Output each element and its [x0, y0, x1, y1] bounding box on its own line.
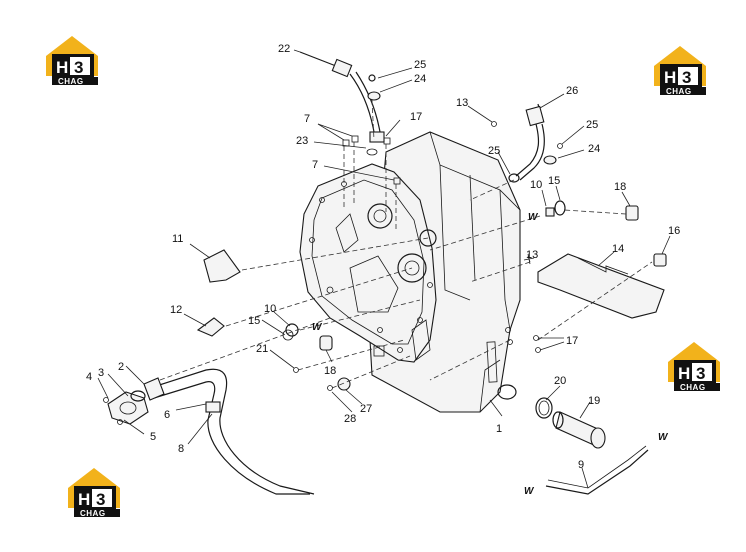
logo-digit: 3 — [696, 364, 705, 383]
logo-box — [92, 489, 112, 507]
speed-sensor-left — [299, 51, 385, 143]
label-20: 20 — [554, 375, 566, 387]
leader-lines — [97, 49, 671, 489]
filter-assembly — [535, 397, 606, 449]
logo-mid-right: H 3 CHAG — [668, 342, 720, 392]
logo-band — [674, 383, 720, 391]
logo-box — [678, 67, 698, 85]
transmission-housing — [299, 131, 521, 413]
label-10-right: 10 — [530, 179, 542, 191]
label-13-top: 13 — [456, 97, 468, 109]
cover-plate — [537, 253, 665, 319]
fill-tube-assembly — [103, 368, 315, 495]
logo-caption: CHAG — [666, 87, 692, 96]
label-28: 28 — [344, 413, 356, 425]
logo-digit: 3 — [96, 490, 105, 509]
label-18-right: 18 — [614, 181, 626, 193]
label-17-bottom: 17 — [566, 335, 578, 347]
label-11: 11 — [172, 233, 183, 245]
logo-caption: CHAG — [80, 509, 106, 518]
label-7-top: 7 — [304, 113, 310, 125]
label-18-left: 18 — [324, 365, 336, 377]
part-labels: 1 2 3 4 5 6 7 7 8 9 10 10 11 12 13 13 14… — [86, 43, 680, 471]
label-27: 27 — [360, 403, 372, 415]
logo-mark: H — [664, 68, 676, 87]
logo-mark: H — [678, 364, 690, 383]
w-mark-hose-end: W — [658, 432, 669, 443]
assembly-guides — [159, 99, 653, 389]
w-mark-hose-start: W — [524, 486, 535, 497]
label-23: 23 — [296, 135, 308, 147]
logo-digit: 3 — [74, 58, 83, 77]
label-1: 1 — [496, 423, 502, 435]
label-14: 14 — [612, 243, 624, 255]
label-8: 8 — [178, 443, 184, 455]
logo-band — [660, 87, 706, 95]
label-25-right: 25 — [586, 119, 598, 131]
label-17-top: 17 — [410, 111, 422, 123]
logo-top-right: H 3 CHAG — [654, 46, 706, 96]
speed-sensor-right — [508, 103, 545, 183]
label-24-top: 24 — [414, 73, 426, 85]
label-9: 9 — [578, 459, 584, 471]
label-25-mid: 25 — [488, 145, 500, 157]
label-7-mid: 7 — [312, 159, 318, 171]
label-19: 19 — [588, 395, 600, 407]
label-10-left: 10 — [264, 303, 276, 315]
label-6: 6 — [164, 409, 170, 421]
label-25-top: 25 — [414, 59, 426, 71]
label-15-left: 15 — [248, 315, 260, 327]
w-mark-left: W — [312, 322, 323, 333]
logo-bottom-left: H 3 CHAG — [68, 468, 120, 518]
logo-caption: CHAG — [58, 77, 84, 86]
label-4: 4 — [86, 371, 92, 383]
logo-top-left: H 3 CHAG — [46, 36, 98, 86]
small-parts — [282, 74, 667, 391]
logo-mark: H — [78, 490, 90, 509]
logo-box — [692, 363, 712, 381]
label-21: 21 — [256, 343, 268, 355]
hose-line — [545, 449, 649, 495]
logo-box — [70, 57, 90, 75]
label-26: 26 — [566, 85, 578, 97]
label-3: 3 — [98, 367, 104, 379]
logo-mark: H — [56, 58, 68, 77]
logo-caption: CHAG — [680, 383, 706, 392]
logo-band — [74, 509, 120, 517]
w-mark-right: W — [528, 212, 539, 223]
label-16: 16 — [668, 225, 680, 237]
label-15-right: 15 — [548, 175, 560, 187]
label-12: 12 — [170, 304, 182, 316]
logo-digit: 3 — [682, 68, 691, 87]
label-24-right: 24 — [588, 143, 600, 155]
label-13-mid: 13 — [526, 249, 538, 261]
label-2: 2 — [118, 361, 124, 373]
label-5: 5 — [150, 431, 156, 443]
logo-band — [52, 77, 98, 85]
mounting-bracket-upper — [203, 249, 241, 283]
mounting-bracket-lower — [196, 317, 225, 337]
label-22: 22 — [278, 43, 290, 55]
